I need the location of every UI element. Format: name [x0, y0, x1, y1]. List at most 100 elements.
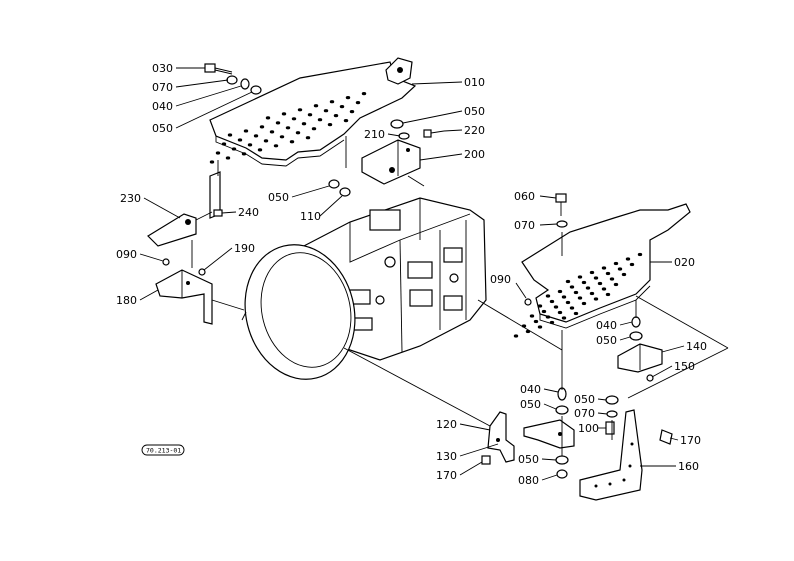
nut-110 — [339, 187, 351, 197]
plate-hole — [263, 139, 269, 143]
washer-070b — [556, 220, 568, 228]
plate-hole — [307, 113, 313, 117]
label-080: 080 — [518, 474, 539, 487]
label-050: 050 — [518, 453, 539, 466]
plate-hole — [581, 301, 587, 306]
label-090: 090 — [116, 248, 137, 261]
plate-hole — [215, 151, 221, 155]
plate-hole — [227, 133, 233, 137]
plate-hole — [565, 300, 571, 305]
plate-hole — [613, 261, 619, 266]
bracket-140 — [617, 343, 663, 373]
plate-hole — [577, 275, 583, 279]
plate-hole — [569, 285, 575, 289]
plate-hole — [549, 299, 555, 304]
washer-050c — [328, 179, 340, 189]
nut-080 — [556, 469, 568, 479]
label-050: 050 — [520, 398, 541, 411]
plate-hole — [593, 276, 599, 280]
plate-hole — [295, 131, 301, 135]
plate-hole — [209, 160, 215, 164]
label-040: 040 — [520, 383, 541, 396]
plate-hole — [269, 130, 275, 134]
plate-hole — [545, 315, 551, 319]
plate-hole — [349, 110, 355, 114]
label-020: 020 — [674, 256, 695, 269]
plate-hole — [361, 92, 367, 96]
plate-hole — [589, 291, 595, 296]
plate-hole — [597, 281, 603, 286]
plate-hole — [317, 118, 323, 122]
plate-hole — [343, 119, 349, 123]
plate-hole — [297, 108, 303, 112]
plate-hole — [339, 105, 345, 109]
plate-hole — [637, 252, 643, 257]
label-170: 170 — [680, 434, 701, 447]
label-240: 240 — [238, 206, 259, 219]
plate-hole — [537, 304, 543, 308]
plate-hole — [285, 126, 291, 130]
plate-hole — [545, 294, 551, 298]
bolt-240 — [213, 209, 223, 217]
bolt-030 — [204, 63, 233, 75]
bush-040b — [631, 316, 641, 328]
plate-hole — [329, 100, 335, 104]
plate-hole — [629, 262, 635, 267]
plate-hole — [279, 135, 285, 139]
plate-hole — [275, 121, 281, 125]
label-050: 050 — [268, 191, 289, 204]
plate-hole — [549, 320, 555, 325]
label-140: 140 — [686, 340, 707, 353]
washer-050e — [555, 405, 569, 415]
label-050: 050 — [152, 122, 173, 135]
label-070: 070 — [152, 81, 173, 94]
plate-hole — [231, 147, 237, 151]
plate-hole — [601, 287, 607, 291]
label-070: 070 — [574, 407, 595, 420]
plate-hole — [605, 292, 611, 297]
label-160: 160 — [678, 460, 699, 473]
bolt-060 — [555, 193, 567, 216]
plate-hole — [345, 96, 351, 100]
label-050: 050 — [574, 393, 595, 406]
leader-lines — [139, 67, 685, 481]
plate-hole — [589, 270, 595, 275]
washer-050d — [629, 331, 643, 341]
nut-210 — [398, 132, 410, 140]
washer-050f — [605, 395, 619, 405]
plate-hole — [593, 297, 599, 301]
bracket-120 — [487, 411, 575, 463]
plate-hole — [241, 152, 247, 156]
bolt-150 — [646, 374, 654, 382]
plate-hole — [355, 101, 361, 105]
part-labels: 030 070 040 050 010 050 210 220 200 050 … — [116, 62, 707, 487]
label-190: 190 — [234, 242, 255, 255]
bracket-180 — [155, 269, 213, 325]
bolt-170a — [659, 429, 673, 445]
plate-hole — [601, 266, 607, 270]
plate-hole — [243, 129, 249, 133]
plate-hole — [569, 306, 575, 310]
label-030: 030 — [152, 62, 173, 75]
plate-hole — [541, 309, 547, 314]
plate-hole — [273, 144, 279, 148]
label-100: 100 — [578, 422, 599, 435]
plate-hole — [529, 314, 535, 318]
plate-hole — [625, 257, 631, 261]
drawing-code-badge: 70.213-01 — [141, 444, 185, 456]
plate-hole — [291, 117, 297, 121]
plate-hole — [553, 305, 559, 309]
plate-hole — [609, 277, 615, 281]
label-120: 120 — [436, 418, 457, 431]
plate-hole — [253, 134, 259, 138]
plate-hole — [573, 311, 579, 316]
plate-hole — [561, 295, 567, 299]
plate-hole — [225, 156, 231, 160]
plate-hole — [259, 125, 265, 129]
label-060: 060 — [514, 190, 535, 203]
plate-hole — [533, 319, 539, 324]
label-180: 180 — [116, 294, 137, 307]
label-010: 010 — [464, 76, 485, 89]
bracket-200 — [361, 139, 421, 185]
